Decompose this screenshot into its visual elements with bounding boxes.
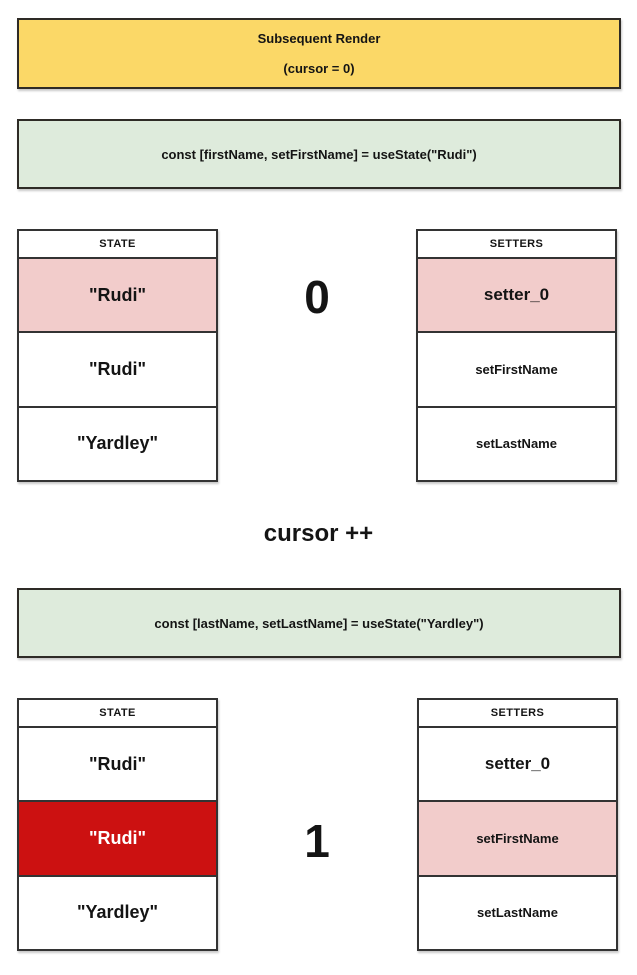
setters-1-row-setfirstname: setFirstName — [418, 333, 615, 408]
setters-1-row-setter0: setter_0 — [418, 259, 615, 334]
setters-2-row-setter0: setter_0 — [419, 728, 616, 803]
setters-table-2: SETTERS setter_0 setFirstName setLastNam… — [417, 698, 618, 951]
code-text-lastname: const [lastName, setLastName] = useState… — [154, 615, 484, 631]
code-box-firstname: const [firstName, setFirstName] = useSta… — [17, 119, 621, 189]
setters-table-1: SETTERS setter_0 setFirstName setLastNam… — [416, 229, 617, 482]
render-cursor-value: (cursor = 0) — [283, 61, 355, 76]
setters-2-row-setfirstname: setFirstName — [419, 802, 616, 877]
cursor-increment-label: cursor ++ — [263, 520, 374, 547]
setters-1-row-setlastname: setLastName — [476, 436, 557, 452]
state-2-row-rudi: "Rudi" — [19, 728, 216, 803]
state-1-row-yardley: "Yardley" — [76, 433, 159, 454]
code-text-firstname: const [firstName, setFirstName] = useSta… — [161, 146, 477, 162]
render-title: Subsequent Render — [257, 31, 381, 46]
state-2-row-yardley: "Yardley" — [76, 902, 159, 923]
setters-table-2-header: SETTERS — [419, 700, 616, 728]
state-table-2-header: STATE — [19, 700, 216, 728]
state-2-row-rudi-current: "Rudi" — [19, 802, 216, 877]
state-table-1-header: STATE — [19, 231, 216, 259]
state-table-2: STATE "Rudi" "Rudi" "Yardley" — [17, 698, 218, 951]
state-table-1: STATE "Rudi" "Rudi" "Yardley" — [17, 229, 218, 482]
cursor-number-1: 1 — [304, 815, 330, 867]
cursor-number-0: 0 — [304, 271, 330, 323]
state-1-row-rudi: "Rudi" — [19, 333, 216, 408]
setters-2-row-setlastname: setLastName — [477, 905, 558, 921]
render-banner: Subsequent Render (cursor = 0) — [17, 18, 621, 89]
setters-table-1-header: SETTERS — [418, 231, 615, 259]
state-1-row-rudi-current: "Rudi" — [19, 259, 216, 334]
code-box-lastname: const [lastName, setLastName] = useState… — [17, 588, 621, 658]
